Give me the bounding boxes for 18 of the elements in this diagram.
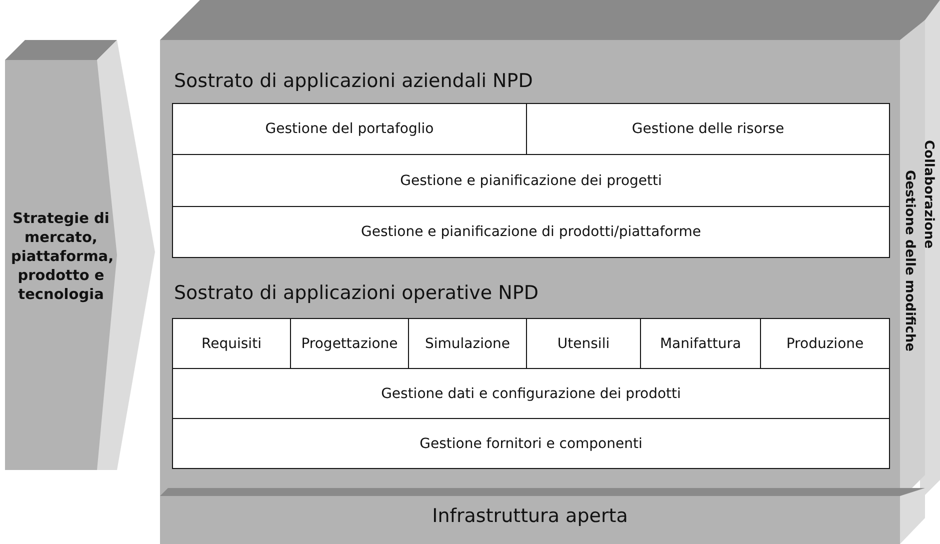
table-cell: Gestione e pianificazione dei progetti <box>172 154 890 207</box>
table-cell: Gestione e pianificazione di prodotti/piattaforme <box>172 206 890 258</box>
table-cell: Gestione del portafoglio <box>172 103 527 155</box>
table-cell: Produzione <box>760 318 890 369</box>
block-label: Infrastruttura aperta <box>431 505 629 527</box>
section-heading: Sostrato di applicazioni aziendali NPD <box>174 70 533 92</box>
table-cell: Manifattura <box>640 318 761 369</box>
section-heading: Sostrato di applicazioni operative NPD <box>174 282 538 304</box>
table-cell: Gestione delle risorse <box>526 103 890 155</box>
side-label: Gestione delle modifiche <box>902 170 917 352</box>
side-label: Collaborazione <box>921 140 936 249</box>
table-cell: Gestione dati e configurazione dei prodotti <box>172 368 890 419</box>
table-cell: Gestione fornitori e componenti <box>172 418 890 469</box>
table-cell: Utensili <box>526 318 641 369</box>
table-cell: Simulazione <box>408 318 527 369</box>
table-cell: Requisiti <box>172 318 291 369</box>
block-label: Strategie di mercato, piattaforma, prodotto e tecnologia <box>11 210 111 305</box>
table-cell: Progettazione <box>290 318 409 369</box>
